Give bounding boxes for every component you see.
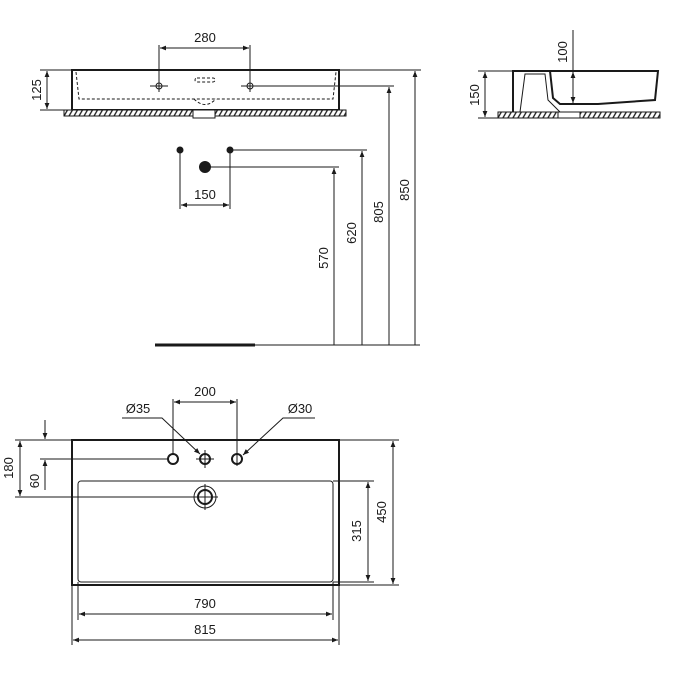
dim-label-815: 815 xyxy=(194,622,216,637)
dim-label-180: 180 xyxy=(1,457,16,479)
dim-label-diameter-35: Ø35 xyxy=(126,401,151,416)
dim-label-805: 805 xyxy=(371,201,386,223)
dim-label-450: 450 xyxy=(374,501,389,523)
dim-label-850: 850 xyxy=(397,179,412,201)
dim-label-570: 570 xyxy=(316,247,331,269)
basin-side-outline xyxy=(512,70,660,112)
dim-label-diameter-30: Ø30 xyxy=(288,401,313,416)
dim-label-200: 200 xyxy=(194,384,216,399)
leader-diameter-30 xyxy=(242,417,315,456)
dim-label-150: 150 xyxy=(194,187,216,202)
dim-label-60: 60 xyxy=(27,474,42,488)
side-section-line xyxy=(519,73,561,113)
front-view: 280 125 150 850 805 620 570 xyxy=(29,30,421,347)
dim-label-100: 100 xyxy=(555,41,570,63)
tap-hole-marks xyxy=(150,82,259,90)
dim-label-side-150: 150 xyxy=(467,84,482,106)
top-view: 200 Ø35 Ø30 180 60 315 450 790 815 xyxy=(1,384,399,645)
basin-front-outline xyxy=(71,69,340,111)
dim-label-620: 620 xyxy=(344,222,359,244)
leader-diameter-35 xyxy=(122,417,201,455)
tap-holes xyxy=(167,450,243,468)
drain-hidden-line xyxy=(193,98,217,105)
side-view: 150 100 xyxy=(467,30,661,119)
waste-outlet xyxy=(192,109,216,119)
dim-label-315: 315 xyxy=(349,520,364,542)
basin-top-outline xyxy=(71,439,340,586)
dim-label-125: 125 xyxy=(29,79,44,101)
side-waste-outlet xyxy=(557,111,581,119)
bowl-outline xyxy=(77,480,334,583)
dim-label-790: 790 xyxy=(194,596,216,611)
dim-label-280: 280 xyxy=(194,30,216,45)
overflow-slot xyxy=(194,77,216,83)
